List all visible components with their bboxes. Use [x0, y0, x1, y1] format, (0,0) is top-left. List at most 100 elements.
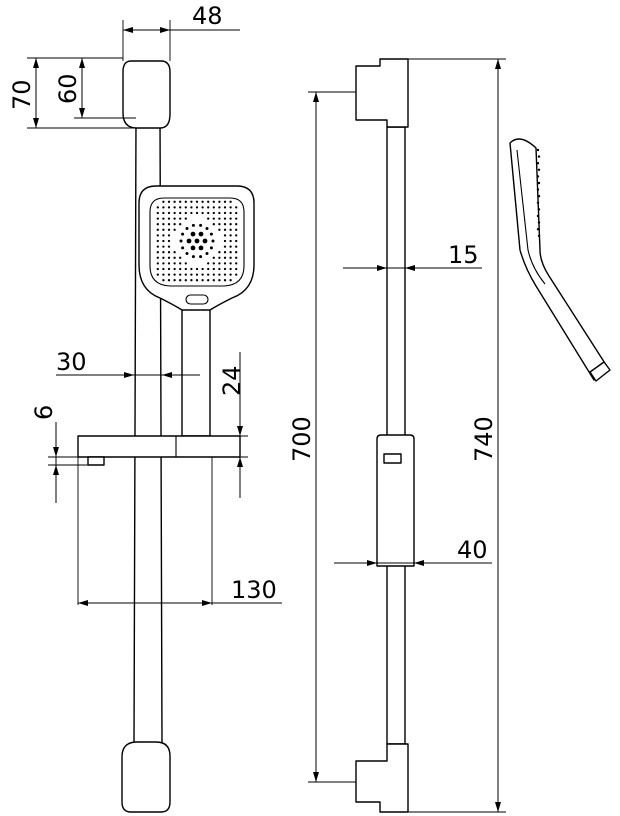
spray-nozzle: [207, 267, 210, 271]
spray-nozzle: [167, 262, 171, 265]
spray-nozzle: [167, 239, 171, 243]
center-nozzle: [190, 231, 196, 237]
spray-nozzle: [184, 206, 187, 209]
spray-nozzle: [167, 200, 171, 203]
spray-nozzle: [223, 239, 227, 243]
front-bottom-bracket: [121, 741, 171, 813]
spray-nozzle: [229, 279, 232, 282]
spray-nozzle: [167, 217, 171, 220]
spray-nozzle: [173, 256, 176, 259]
spray-nozzle: [235, 217, 238, 220]
spray-nozzle: [218, 228, 221, 231]
dim-48-arrow-left: [123, 27, 133, 33]
spray-nozzle: [162, 256, 165, 259]
spray-nozzle: [201, 279, 204, 282]
spray-nozzle: [229, 267, 232, 271]
spray-nozzle: [179, 200, 182, 203]
spray-nozzle: [223, 245, 227, 248]
spray-nozzle: [207, 217, 210, 220]
dim-40-arrow-left: [367, 560, 377, 566]
spray-nozzle: [223, 223, 227, 226]
center-nozzle: [202, 238, 208, 244]
spray-nozzle: [201, 200, 204, 203]
front-top-bracket: [122, 60, 171, 129]
center-nozzle: [191, 223, 195, 227]
spray-nozzle: [218, 251, 221, 254]
spray-nozzle: [201, 206, 204, 209]
spray-nozzle: [223, 273, 227, 276]
center-nozzle: [209, 232, 213, 236]
spray-nozzle: [207, 262, 210, 265]
dim-70-arrow-top: [33, 58, 39, 68]
dim-48-arrow-right: [160, 27, 170, 33]
spray-nozzle: [212, 267, 215, 271]
spray-nozzle: [229, 262, 232, 265]
center-nozzle: [181, 246, 185, 250]
spray-nozzle: [212, 206, 215, 209]
spray-nozzle: [179, 206, 182, 209]
handshower-profile: [509, 138, 611, 382]
spray-nozzle: [184, 279, 187, 282]
dim-130-label: 130: [231, 576, 277, 604]
profile-nozzle: [537, 195, 541, 198]
handshower-face: [149, 197, 245, 287]
spray-nozzle: [235, 273, 238, 276]
spray-nozzle: [223, 262, 227, 265]
spray-nozzle: [162, 267, 165, 271]
spray-nozzle: [167, 279, 171, 282]
spray-nozzle: [229, 206, 232, 209]
spray-nozzle: [156, 273, 159, 276]
spray-nozzle: [156, 239, 159, 243]
spray-nozzle: [229, 273, 232, 276]
spray-nozzle: [173, 262, 176, 265]
center-nozzle: [205, 227, 209, 230]
profile-nozzle: [537, 155, 541, 158]
spray-nozzle: [223, 217, 227, 220]
spray-nozzle: [212, 223, 215, 226]
spray-nozzle: [235, 239, 238, 243]
profile-nozzle: [536, 162, 540, 165]
spray-nozzle: [156, 262, 159, 265]
spray-nozzle: [235, 211, 238, 215]
spray-nozzle: [218, 273, 221, 276]
profile-nozzle: [537, 168, 541, 171]
spray-nozzle: [218, 279, 221, 282]
dim-130-arrow-right: [202, 600, 212, 606]
spray-nozzle: [235, 234, 238, 237]
spray-nozzle: [223, 228, 227, 231]
dim-15-arrow-right: [405, 265, 415, 271]
spray-nozzle: [229, 234, 232, 237]
spray-nozzle: [167, 211, 171, 215]
spray-nozzle: [207, 273, 210, 276]
front-slider-tab: [87, 456, 105, 466]
spray-nozzle: [212, 279, 215, 282]
handshower-head: [138, 185, 255, 311]
dim-130-arrow-left: [78, 600, 88, 606]
dim-60-arrow-bottom: [79, 108, 85, 118]
spray-nozzle: [167, 234, 171, 237]
spray-nozzle: [195, 206, 199, 209]
spray-nozzle: [173, 279, 176, 282]
spray-nozzle: [223, 267, 227, 271]
spray-nozzle: [212, 262, 215, 265]
center-nozzle: [191, 255, 195, 259]
dim-15-arrow-left: [377, 265, 387, 271]
spray-nozzle: [162, 262, 165, 265]
dimensions: 48 70 60 30 24 6: [8, 2, 506, 813]
spray-nozzle: [156, 223, 159, 226]
dim-700-label: 700: [288, 416, 316, 462]
profile-nozzle: [537, 181, 541, 185]
spray-nozzle: [162, 200, 165, 203]
center-nozzle: [186, 238, 192, 244]
spray-nozzle: [223, 206, 227, 209]
spray-nozzle: [156, 267, 159, 271]
dim-24-arrow-bottom: [237, 457, 243, 467]
spray-nozzle: [156, 251, 159, 254]
profile-nozzle: [537, 221, 541, 224]
spray-nozzle: [218, 223, 221, 226]
spray-nozzle: [167, 256, 171, 259]
center-nozzle: [209, 246, 213, 250]
spray-nozzle: [207, 211, 210, 215]
spray-nozzle: [229, 211, 232, 215]
side-slider-tab: [383, 453, 402, 464]
